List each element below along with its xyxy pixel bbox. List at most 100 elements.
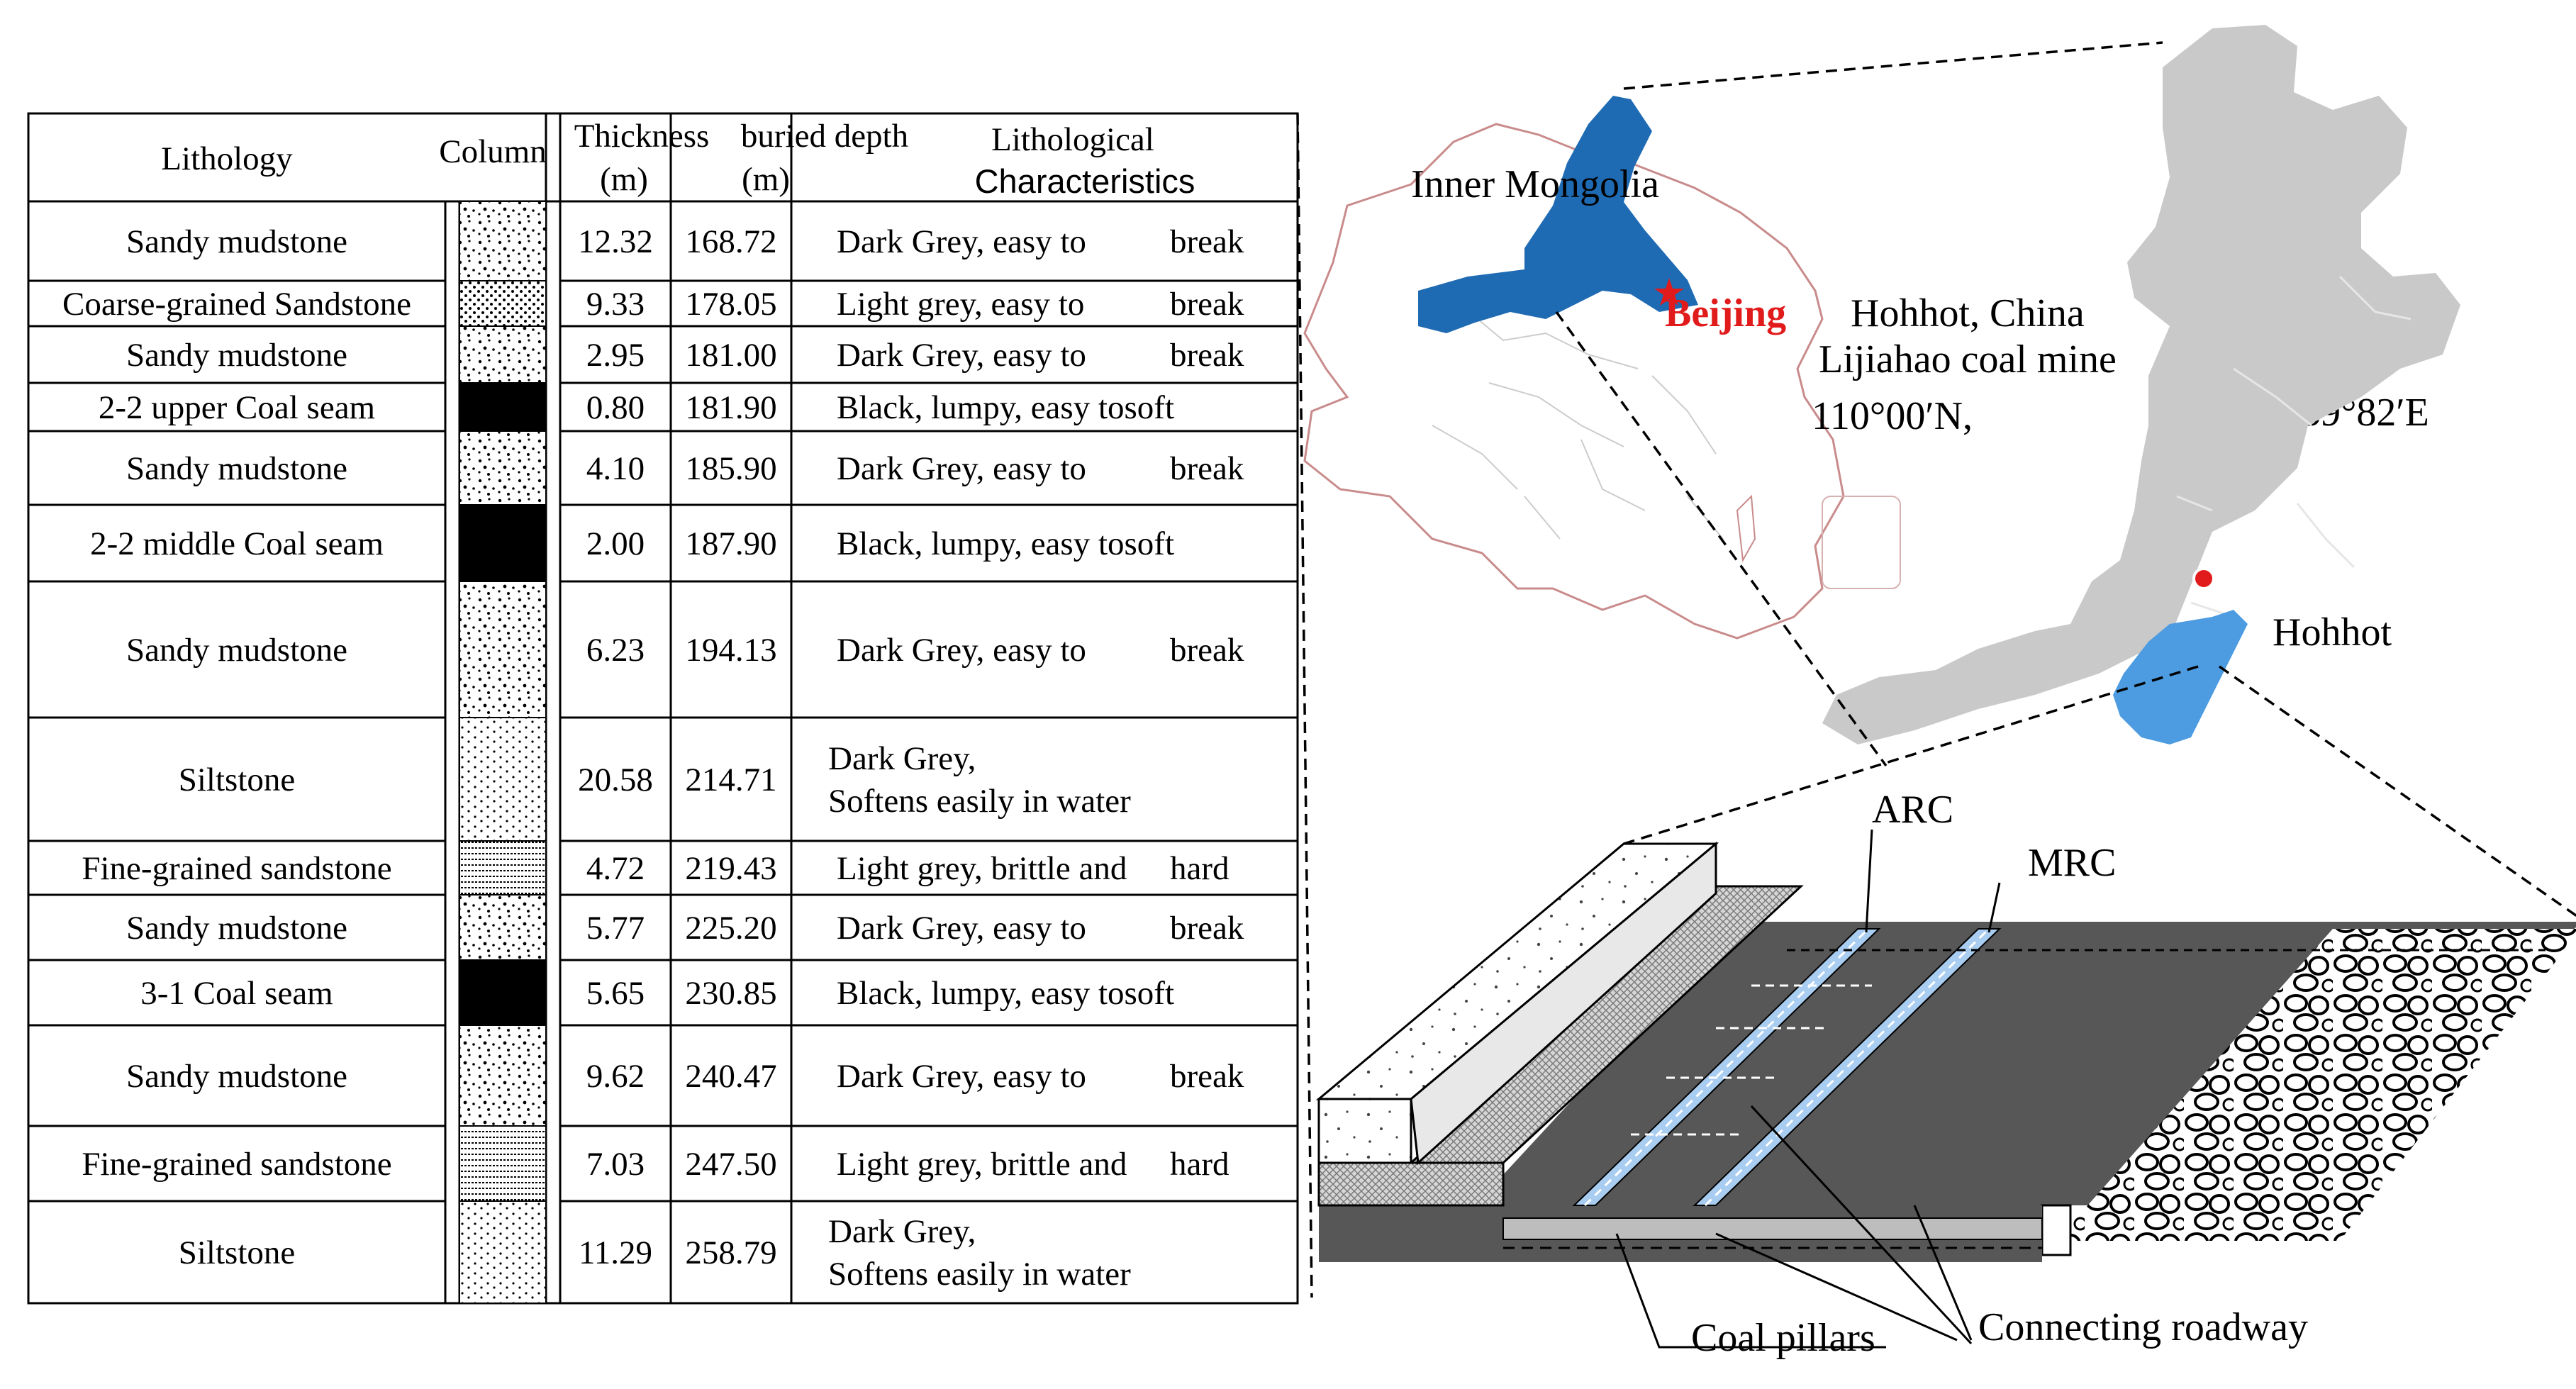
column-swatch-mudstone <box>459 581 547 718</box>
depth-cell: 187.90 <box>685 525 776 562</box>
goaf-rubble <box>2056 929 2576 1241</box>
beijing-star <box>1654 278 1684 306</box>
characteristic-cell: Light grey, brittle and <box>837 1146 1127 1183</box>
callout-lines <box>1615 829 2001 1349</box>
characteristic-cell: Dark Grey, <box>828 740 976 777</box>
arc-roadway <box>1572 928 1881 1206</box>
depth-cell: 194.13 <box>685 632 776 669</box>
arc-label: ARC <box>1872 788 1953 832</box>
beijing-label: Beijing <box>1665 291 1786 335</box>
coal-pillars-label: Coal pillars <box>1691 1316 1875 1360</box>
column-swatch-silt <box>459 717 547 842</box>
depth-cell: 168.72 <box>685 223 776 260</box>
column-swatch-coarse <box>459 280 547 327</box>
lithology-cell: Fine-grained sandstone <box>82 1146 391 1183</box>
sandstone-block-side <box>1410 841 1717 1166</box>
header-depth-unit: (m) <box>742 161 790 198</box>
inner-mongolia-enlarged <box>1822 25 2460 744</box>
thickness-cell: 0.80 <box>586 389 645 426</box>
row-dividers <box>28 279 1298 1203</box>
thickness-cell: 5.65 <box>586 975 645 1012</box>
characteristic-cell: Dark Grey, <box>828 1213 976 1250</box>
thickness-cell: 9.62 <box>586 1058 645 1095</box>
depth-cell: 258.79 <box>685 1234 776 1271</box>
characteristic-cell: Dark Grey, easy to <box>837 632 1086 669</box>
characteristic-cell: Dark Grey, easy to <box>837 223 1086 260</box>
characteristic-cell: Light grey, easy to <box>837 286 1084 323</box>
thickness-cell: 4.10 <box>586 450 645 487</box>
depth-cell: 225.20 <box>685 910 776 947</box>
depth-cell: 219.43 <box>685 850 776 887</box>
connecting-roadway-label: Connecting roadway <box>1978 1305 2308 1349</box>
location-line-1: Hohhot, China <box>1851 291 2085 335</box>
header-lithology: Lithology <box>161 140 293 177</box>
column-swatch-coal <box>459 504 547 582</box>
characteristic-cell-suffix: break <box>1170 632 1244 669</box>
column-swatch-silt <box>459 1200 547 1304</box>
thickness-cell: 7.03 <box>586 1146 645 1183</box>
characteristic-cell-line2: Softens easily in water <box>828 783 1131 820</box>
depth-cell: 178.05 <box>685 286 776 323</box>
lithology-cell: Fine-grained sandstone <box>82 850 391 887</box>
depth-cell: 214.71 <box>685 762 776 798</box>
location-line-2: Lijiahao coal mine <box>1819 338 2117 381</box>
column-swatch-mudstone <box>459 430 547 506</box>
thickness-cell: 5.77 <box>586 910 645 947</box>
header-characteristics: Lithological <box>991 121 1154 158</box>
south-sea-inset <box>1822 496 1901 589</box>
characteristic-cell-suffix: break <box>1170 1058 1244 1095</box>
depth-cell: 185.90 <box>685 450 776 487</box>
lithology-cell: 2-2 upper Coal seam <box>99 389 375 426</box>
stratigraphic-table: Lithology Column Thickness (m) buried de… <box>27 112 1299 1305</box>
hohhot-region <box>2113 610 2248 744</box>
thickness-cell: 20.58 <box>578 762 653 798</box>
mining-block-diagram: ARC MRC Coal pillars Connecting roadway <box>1315 788 2576 1360</box>
depth-cell: 230.85 <box>685 975 776 1012</box>
characteristic-cell-suffix: break <box>1170 450 1244 487</box>
lithology-cell: Siltstone <box>179 1234 296 1271</box>
goaf-front-edge <box>2041 1204 2072 1256</box>
roadway-dashes <box>1583 927 2546 1207</box>
depth-cell: 181.00 <box>685 337 776 374</box>
inner-mongolia-label: Inner Mongolia <box>1411 162 1659 206</box>
inner-mongolia-region <box>1418 96 1698 333</box>
thickness-cell: 6.23 <box>586 632 645 669</box>
characteristic-cell-suffix: break <box>1170 223 1244 260</box>
characteristic-cell: Dark Grey, easy to <box>837 337 1086 374</box>
lithology-cell: 3-1 Coal seam <box>140 975 333 1012</box>
seam-front-light <box>1502 1217 2043 1240</box>
header-thickness: Thickness <box>574 118 710 155</box>
characteristic-cell-suffix: hard <box>1170 1146 1230 1183</box>
header-column: Column <box>439 133 546 170</box>
characteristic-cell-line2: Softens easily in water <box>828 1256 1131 1293</box>
characteristic-cell: Dark Grey, easy to <box>837 910 1086 947</box>
depth-cell: 181.90 <box>685 389 776 426</box>
characteristic-cell-suffix: hard <box>1170 850 1230 887</box>
lithology-cell: Coarse-grained Sandstone <box>62 286 411 323</box>
depth-cell: 240.47 <box>685 1058 776 1095</box>
mine-location-marker <box>2192 567 2215 590</box>
thickness-cell: 12.32 <box>578 223 653 260</box>
grid-block-front <box>1317 1161 1505 1207</box>
header-depth: buried depth <box>741 118 908 155</box>
thickness-cell: 2.00 <box>586 525 645 562</box>
lithology-cell: 2-2 middle Coal seam <box>90 525 384 562</box>
thickness-cell: 11.29 <box>579 1234 652 1271</box>
province-borders-enlarged <box>2176 275 2411 618</box>
mrc-roadway <box>1693 928 2002 1206</box>
column-swatch-mudstone <box>459 894 547 961</box>
location-map: Inner Mongolia Beijing Hohhot, China Lij… <box>1303 25 2460 744</box>
thickness-cell: 9.33 <box>586 286 645 323</box>
lithology-cell: Sandy mudstone <box>126 632 347 669</box>
lithology-cell: Sandy mudstone <box>126 1058 347 1095</box>
province-lines <box>1432 304 1724 540</box>
characteristic-cell: Light grey, brittle and <box>837 850 1127 887</box>
column-swatch-mudstone <box>459 201 547 281</box>
column-swatch-coal <box>459 959 547 1026</box>
characteristic-cell-suffix: break <box>1170 286 1244 323</box>
column-swatch-mudstone <box>459 1025 547 1127</box>
characteristic-cell-suffix: break <box>1170 910 1244 947</box>
characteristic-cell-suffix: break <box>1170 337 1244 374</box>
